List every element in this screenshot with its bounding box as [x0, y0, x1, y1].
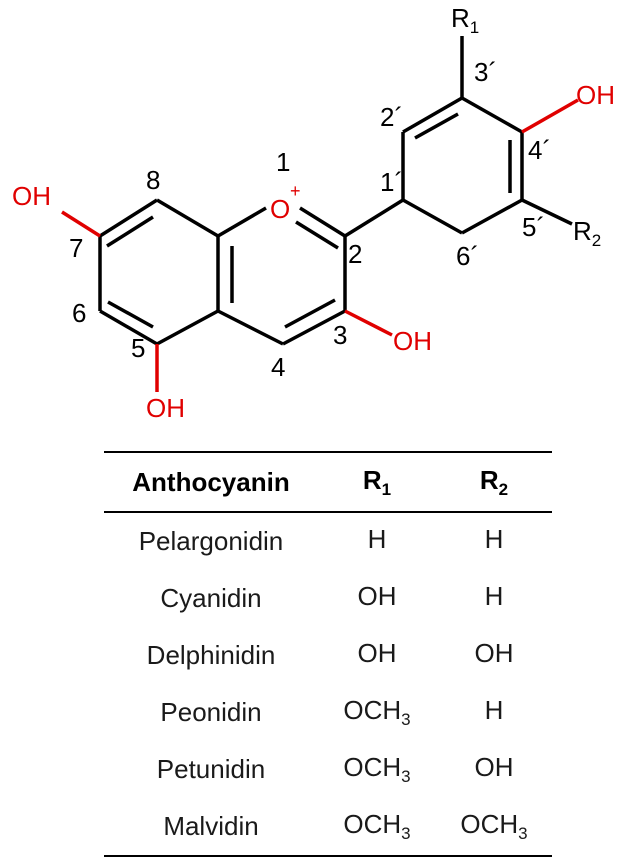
- r2-label: R2: [573, 216, 601, 250]
- position-2-label: 2: [348, 239, 362, 269]
- position-5-label: 5: [131, 333, 145, 363]
- position-4-label: 4: [271, 352, 285, 382]
- r2-cell: OH: [474, 638, 514, 668]
- header-r2: R2: [479, 464, 509, 499]
- r1-cell: OCH3: [343, 695, 411, 729]
- anthocyanin-name-cell: Petunidin: [156, 754, 266, 784]
- header-anthocyanin: Anthocyanin: [132, 466, 290, 497]
- table-header-row: Anthocyanin R1 R2: [104, 452, 552, 512]
- r2-cell: H: [484, 695, 504, 725]
- position-1prime-label: 1´: [380, 167, 403, 197]
- table-row: Cyanidin OH H: [104, 570, 552, 627]
- table-row: Peonidin OCH3 H: [104, 684, 552, 741]
- positive-charge-label: +: [290, 181, 301, 201]
- header-r1: R1: [362, 464, 392, 499]
- anthocyanin-structure: O + R1 R2 OH OH OH OH 1 2 3 4 5 6 7 8 1´…: [12, 3, 615, 423]
- anthocyanin-name-cell: Cyanidin: [160, 583, 262, 613]
- r2-cell: OH: [474, 752, 514, 782]
- table-row: Pelargonidin H H: [104, 512, 552, 570]
- anthocyanin-name-cell: Delphinidin: [146, 640, 276, 670]
- position-2prime-label: 2´: [380, 102, 403, 132]
- table-row: Petunidin OCH3 OH: [104, 741, 552, 798]
- bonds: [61, 36, 579, 392]
- ring-oxygen-label: O: [270, 194, 290, 224]
- position-1-label: 1: [276, 147, 290, 177]
- position-8-label: 8: [146, 165, 160, 195]
- position-6prime-label: 6´: [456, 241, 479, 271]
- anthocyanin-name-cell: Peonidin: [160, 697, 262, 727]
- position-5prime-label: 5´: [522, 212, 545, 242]
- hydroxyl-7-label: OH: [12, 181, 51, 211]
- table-row: Delphinidin OH OH: [104, 627, 552, 684]
- anthocyanin-name-cell: Malvidin: [163, 811, 259, 841]
- r1-label: R1: [451, 3, 479, 37]
- anthocyanin-table-container: Anthocyanin R1 R2 Pelargonidin H H Cyani…: [104, 451, 552, 857]
- r2-cell: OCH3: [460, 809, 528, 843]
- hydroxyl-3-label: OH: [393, 326, 432, 356]
- position-3-label: 3: [333, 320, 347, 350]
- r1-cell: H: [367, 524, 387, 554]
- hydroxyl-5-label: OH: [146, 393, 185, 423]
- anthocyanin-name-cell: Pelargonidin: [138, 526, 284, 556]
- table-row: Malvidin OCH3 OCH3: [104, 798, 552, 856]
- r2-cell: H: [484, 581, 504, 611]
- r1-cell: OH: [357, 581, 397, 611]
- position-4prime-label: 4´: [528, 135, 551, 165]
- r1-cell: OCH3: [343, 752, 411, 786]
- position-7-label: 7: [69, 233, 83, 263]
- hydroxyl-4prime-label: OH: [576, 80, 615, 110]
- anthocyanin-table: Anthocyanin R1 R2 Pelargonidin H H Cyani…: [104, 451, 552, 857]
- r1-cell: OCH3: [343, 809, 411, 843]
- position-6-label: 6: [72, 298, 86, 328]
- position-3prime-label: 3´: [474, 57, 497, 87]
- r1-cell: OH: [357, 638, 397, 668]
- r2-cell: H: [484, 524, 504, 554]
